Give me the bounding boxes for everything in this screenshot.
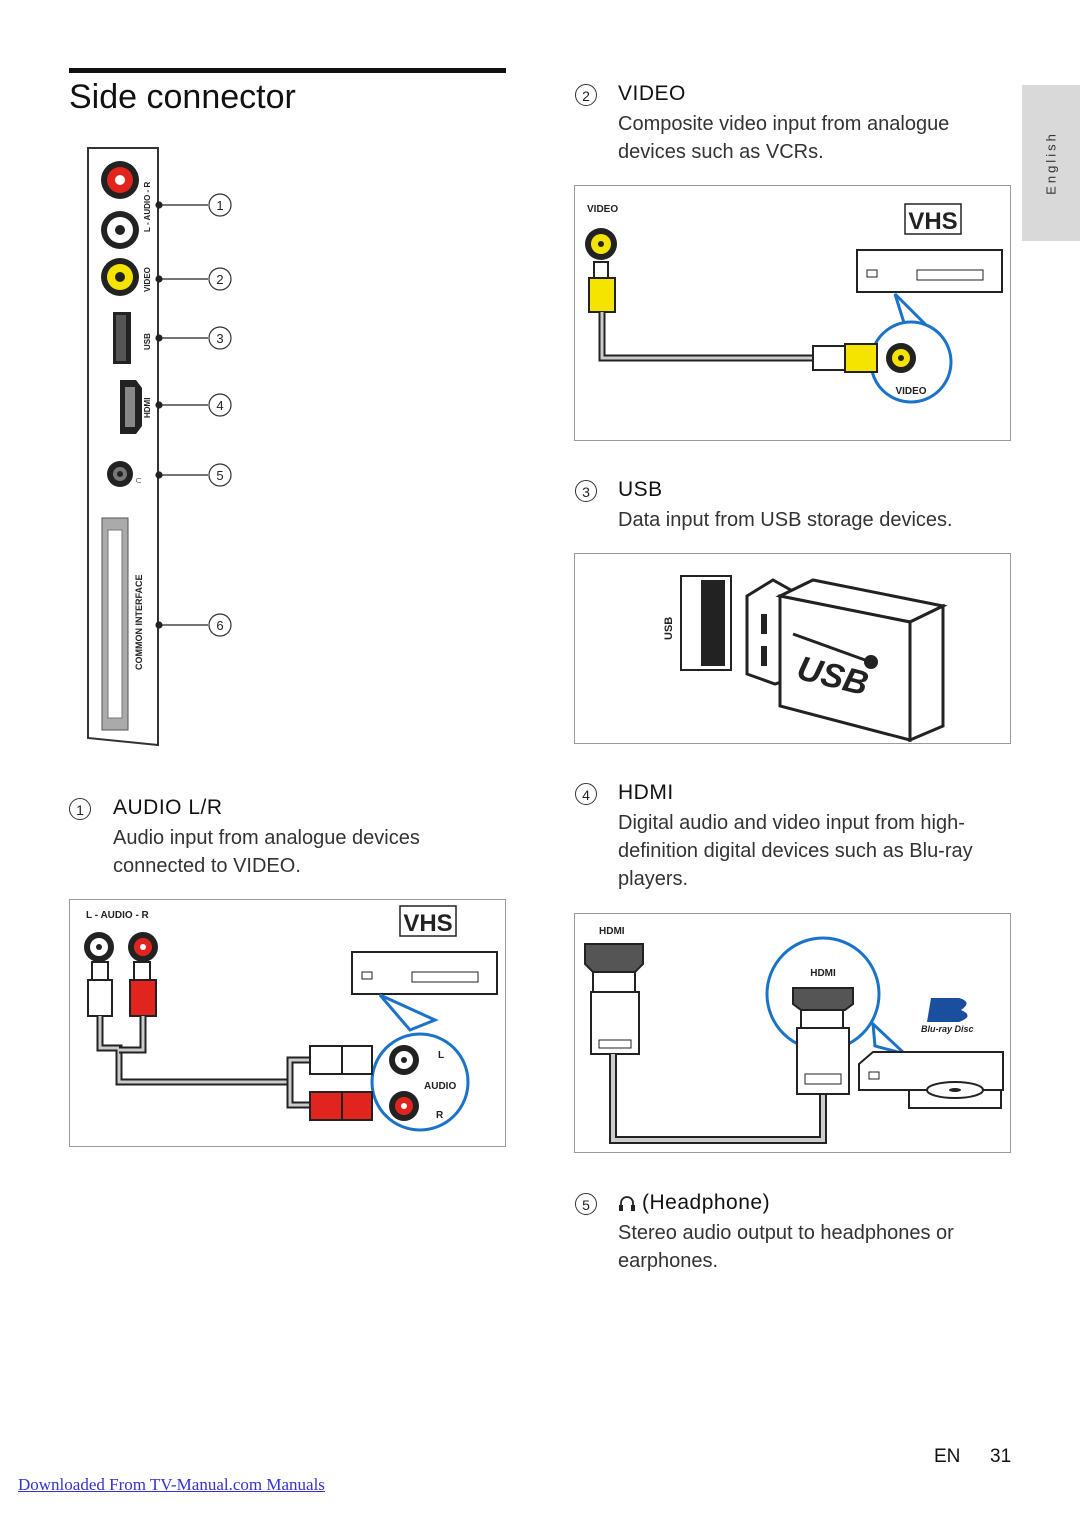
headphone-symbol-icon: ∩ (133, 477, 144, 484)
hdmi-connection-illustration: HDMI HDMI Blu-ray Disc (584, 926, 1004, 1144)
bluray-logo-icon: Blu-ray Disc (921, 998, 974, 1034)
audio-jack-r-label: R (436, 1110, 444, 1121)
vhs-logo-icon (904, 203, 962, 235)
audio-jack-l-label: L (438, 1050, 444, 1061)
panel-label-hdmi: HDMI (143, 398, 152, 418)
hdmi-diagram-box: HDMI HDMI Blu-ray Disc (574, 913, 1011, 1153)
section-heading-headphone: (Headphone) (642, 1191, 771, 1214)
callout-4: 4 (216, 398, 223, 413)
hdmi-diagram-label: HDMI (599, 926, 625, 937)
vcr-device-icon (351, 951, 498, 995)
hdmi-port-icon (584, 943, 644, 973)
headphone-icon (619, 1196, 635, 1211)
callout-5: 5 (216, 468, 223, 483)
audio-diagram-label: L - AUDIO - R (86, 910, 150, 921)
callout-6: 6 (216, 618, 223, 633)
callout-1: 1 (216, 198, 223, 213)
audio-jack-audio-label: AUDIO (424, 1081, 456, 1092)
callout-3: 3 (216, 331, 223, 346)
section-heading-hdmi: HDMI (618, 781, 674, 804)
section-number-video: 2 (575, 84, 597, 106)
title-rule (69, 68, 506, 73)
page-title: Side connector (69, 78, 296, 116)
usb-connection-illustration: USB USB (663, 575, 948, 743)
section-number-audio: 1 (69, 798, 91, 820)
usb-diagram-box: USB USB (574, 553, 1011, 744)
section-body-usb: Data input from USB storage devices. (618, 509, 953, 531)
download-link[interactable]: Downloaded From TV-Manual.com Manuals (18, 1475, 325, 1494)
section-number-headphone: 5 (575, 1193, 597, 1215)
video-diagram-box: VIDEO VHS VIDEO (574, 185, 1011, 441)
callout-2: 2 (216, 272, 223, 287)
section-body-video: Composite video input from analogue devi… (618, 113, 950, 163)
bluray-player-icon (858, 1051, 1004, 1109)
language-tab-label: English (1043, 131, 1059, 195)
audio-diagram-box: L - AUDIO - R VHS L AUDIO R (69, 899, 506, 1147)
hdmi-jack-label: HDMI (810, 968, 836, 979)
panel-label-audio: L - AUDIO - R (143, 182, 152, 232)
section-body-audio: Audio input from analogue devices connec… (113, 827, 420, 877)
bluray-logo-text: Blu-ray Disc (921, 1024, 974, 1034)
language-tab: English (1022, 85, 1080, 241)
side-panel-diagram: L - AUDIO - R VIDEO USB HDMI ∩ COMMON IN… (87, 147, 232, 747)
usb-diagram-label: USB (663, 617, 675, 640)
vcr-device-icon (856, 249, 1003, 293)
video-jack-label: VIDEO (895, 386, 926, 397)
vhs-logo-icon (399, 905, 457, 937)
section-body-headphone: Stereo audio output to headphones or ear… (618, 1222, 954, 1272)
video-diagram-label: VIDEO (587, 204, 618, 215)
section-heading-usb: USB (618, 478, 663, 501)
panel-label-usb: USB (143, 333, 152, 350)
section-heading-video: VIDEO (618, 82, 686, 105)
section-heading-audio: AUDIO L/R (113, 796, 223, 819)
svg-text:VHS: VHS (403, 910, 452, 937)
footer-language: EN (934, 1446, 961, 1467)
panel-label-common-interface: COMMON INTERFACE (134, 575, 144, 671)
panel-label-video: VIDEO (143, 267, 152, 292)
svg-text:VHS: VHS (908, 208, 957, 235)
section-number-hdmi: 4 (575, 783, 597, 805)
usb-stick-icon: USB (745, 578, 948, 743)
section-number-usb: 3 (575, 480, 597, 502)
video-connection-illustration: VIDEO VHS VIDEO (585, 203, 1003, 404)
audio-connection-illustration: L - AUDIO - R VHS L AUDIO R (84, 905, 498, 1132)
section-body-hdmi: Digital audio and video input from high-… (618, 812, 973, 890)
page-number: 31 (990, 1446, 1012, 1467)
